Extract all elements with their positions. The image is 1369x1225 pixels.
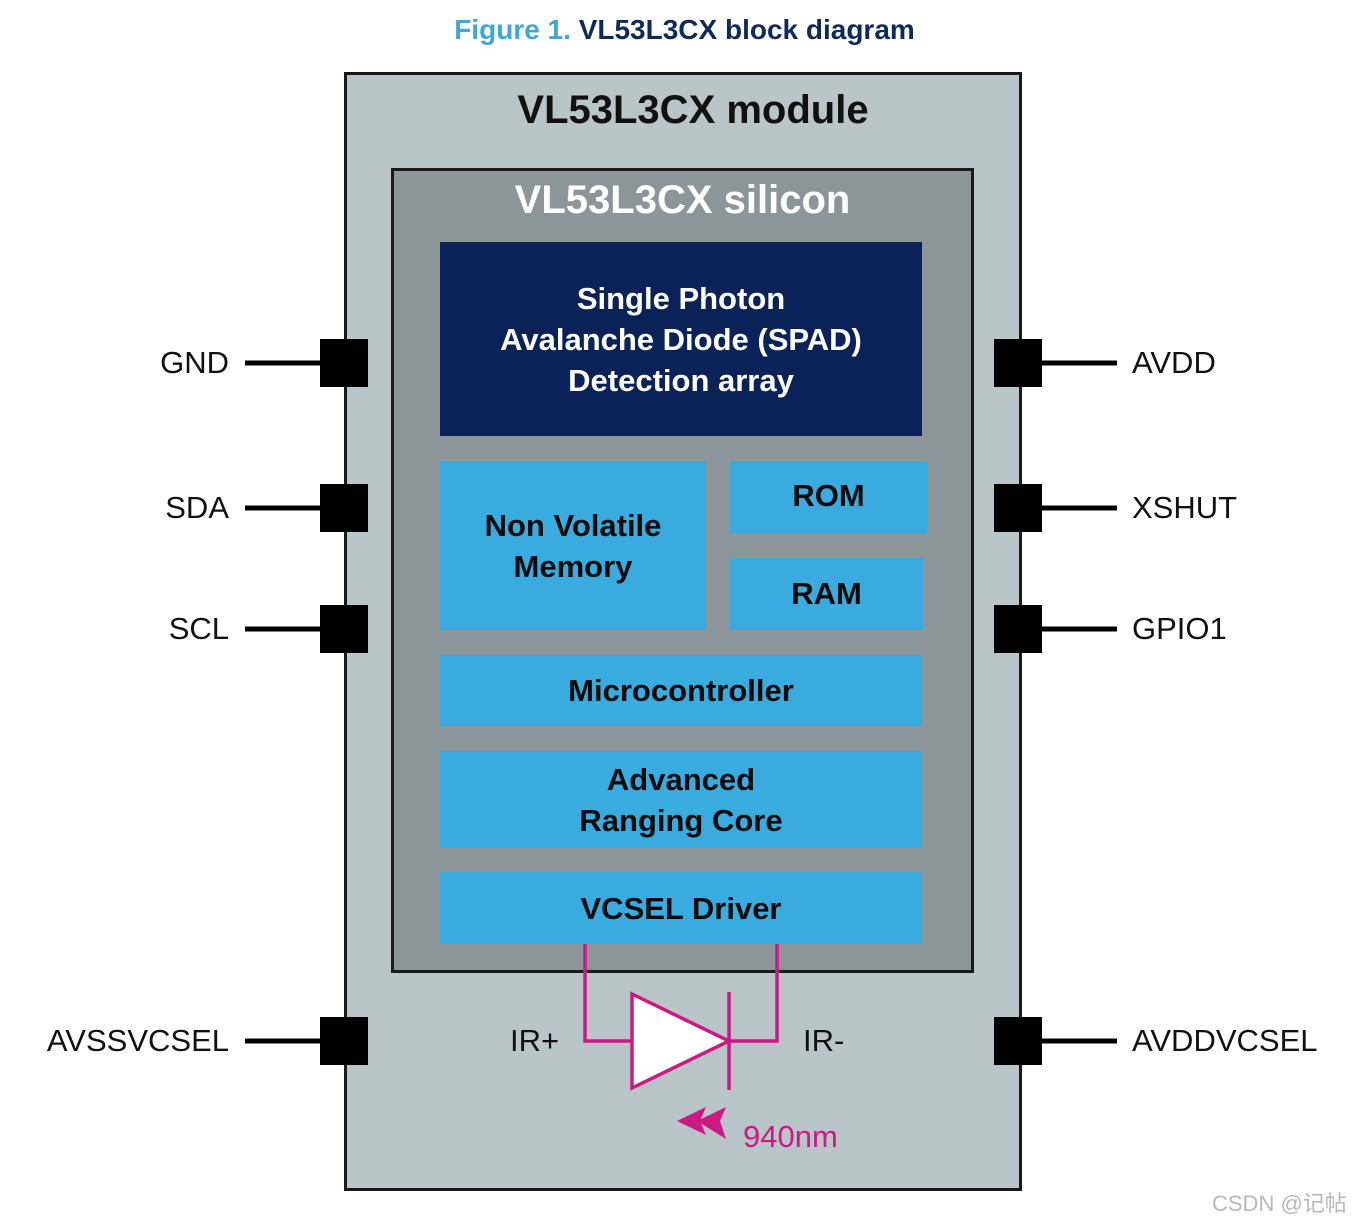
- microcontroller-label: Microcontroller: [568, 673, 794, 708]
- ram-block: RAM: [730, 558, 923, 630]
- microcontroller-block: Microcontroller: [440, 655, 922, 726]
- spad-label: Single Photon Avalanche Diode (SPAD) Det…: [500, 280, 862, 398]
- pin-sda: [245, 484, 368, 532]
- nvm-block: Non Volatile Memory: [440, 461, 706, 630]
- pin-label-avddvcsel: AVDDVCSEL: [1132, 1023, 1318, 1058]
- pin-label-gpio1: GPIO1: [1132, 611, 1227, 646]
- vcsel-diode: [583, 944, 779, 1091]
- pin-avddvcsel: [994, 1017, 1117, 1065]
- pin-avssvcsel: [245, 1017, 368, 1065]
- ranging-core-block: Advanced Ranging Core: [440, 751, 922, 848]
- nvm-label: Non Volatile Memory: [484, 507, 662, 584]
- ram-label: RAM: [791, 576, 862, 611]
- pin-label-xshut: XSHUT: [1132, 490, 1238, 525]
- module-title: VL53L3CX module: [517, 88, 869, 132]
- ir-minus-label: IR-: [803, 1023, 845, 1058]
- pin-gnd: [245, 339, 368, 387]
- vcsel-driver-label: VCSEL Driver: [580, 890, 782, 926]
- spad-block: Single Photon Avalanche Diode (SPAD) Det…: [440, 242, 922, 436]
- wavelength-label: 940nm: [743, 1119, 838, 1154]
- silicon-title: VL53L3CX silicon: [514, 178, 851, 222]
- rom-block: ROM: [730, 461, 927, 533]
- figure-number: Figure 1.: [454, 14, 571, 45]
- pin-gpio1: [994, 605, 1117, 653]
- pin-label-gnd: GND: [160, 345, 229, 380]
- pin-label-avdd: AVDD: [1132, 345, 1216, 380]
- figure-caption: Figure 1. VL53L3CX block diagram: [0, 14, 1369, 46]
- watermark: CSDN @记帖: [1212, 1191, 1347, 1216]
- pin-label-sda: SDA: [165, 490, 229, 525]
- pin-avdd: [994, 339, 1117, 387]
- pin-label-avssvcsel: AVSSVCSEL: [46, 1023, 229, 1058]
- pin-label-scl: SCL: [168, 611, 229, 646]
- figure-name: VL53L3CX block diagram: [578, 14, 915, 45]
- vcsel-driver-block: VCSEL Driver: [440, 872, 922, 944]
- pin-xshut: [994, 484, 1117, 532]
- rom-label: ROM: [792, 478, 865, 513]
- pin-scl: [245, 605, 368, 653]
- ranging-core-label: Advanced Ranging Core: [579, 761, 783, 838]
- light-emission-arrows-icon: [677, 1107, 726, 1139]
- ir-plus-label: IR+: [510, 1023, 560, 1058]
